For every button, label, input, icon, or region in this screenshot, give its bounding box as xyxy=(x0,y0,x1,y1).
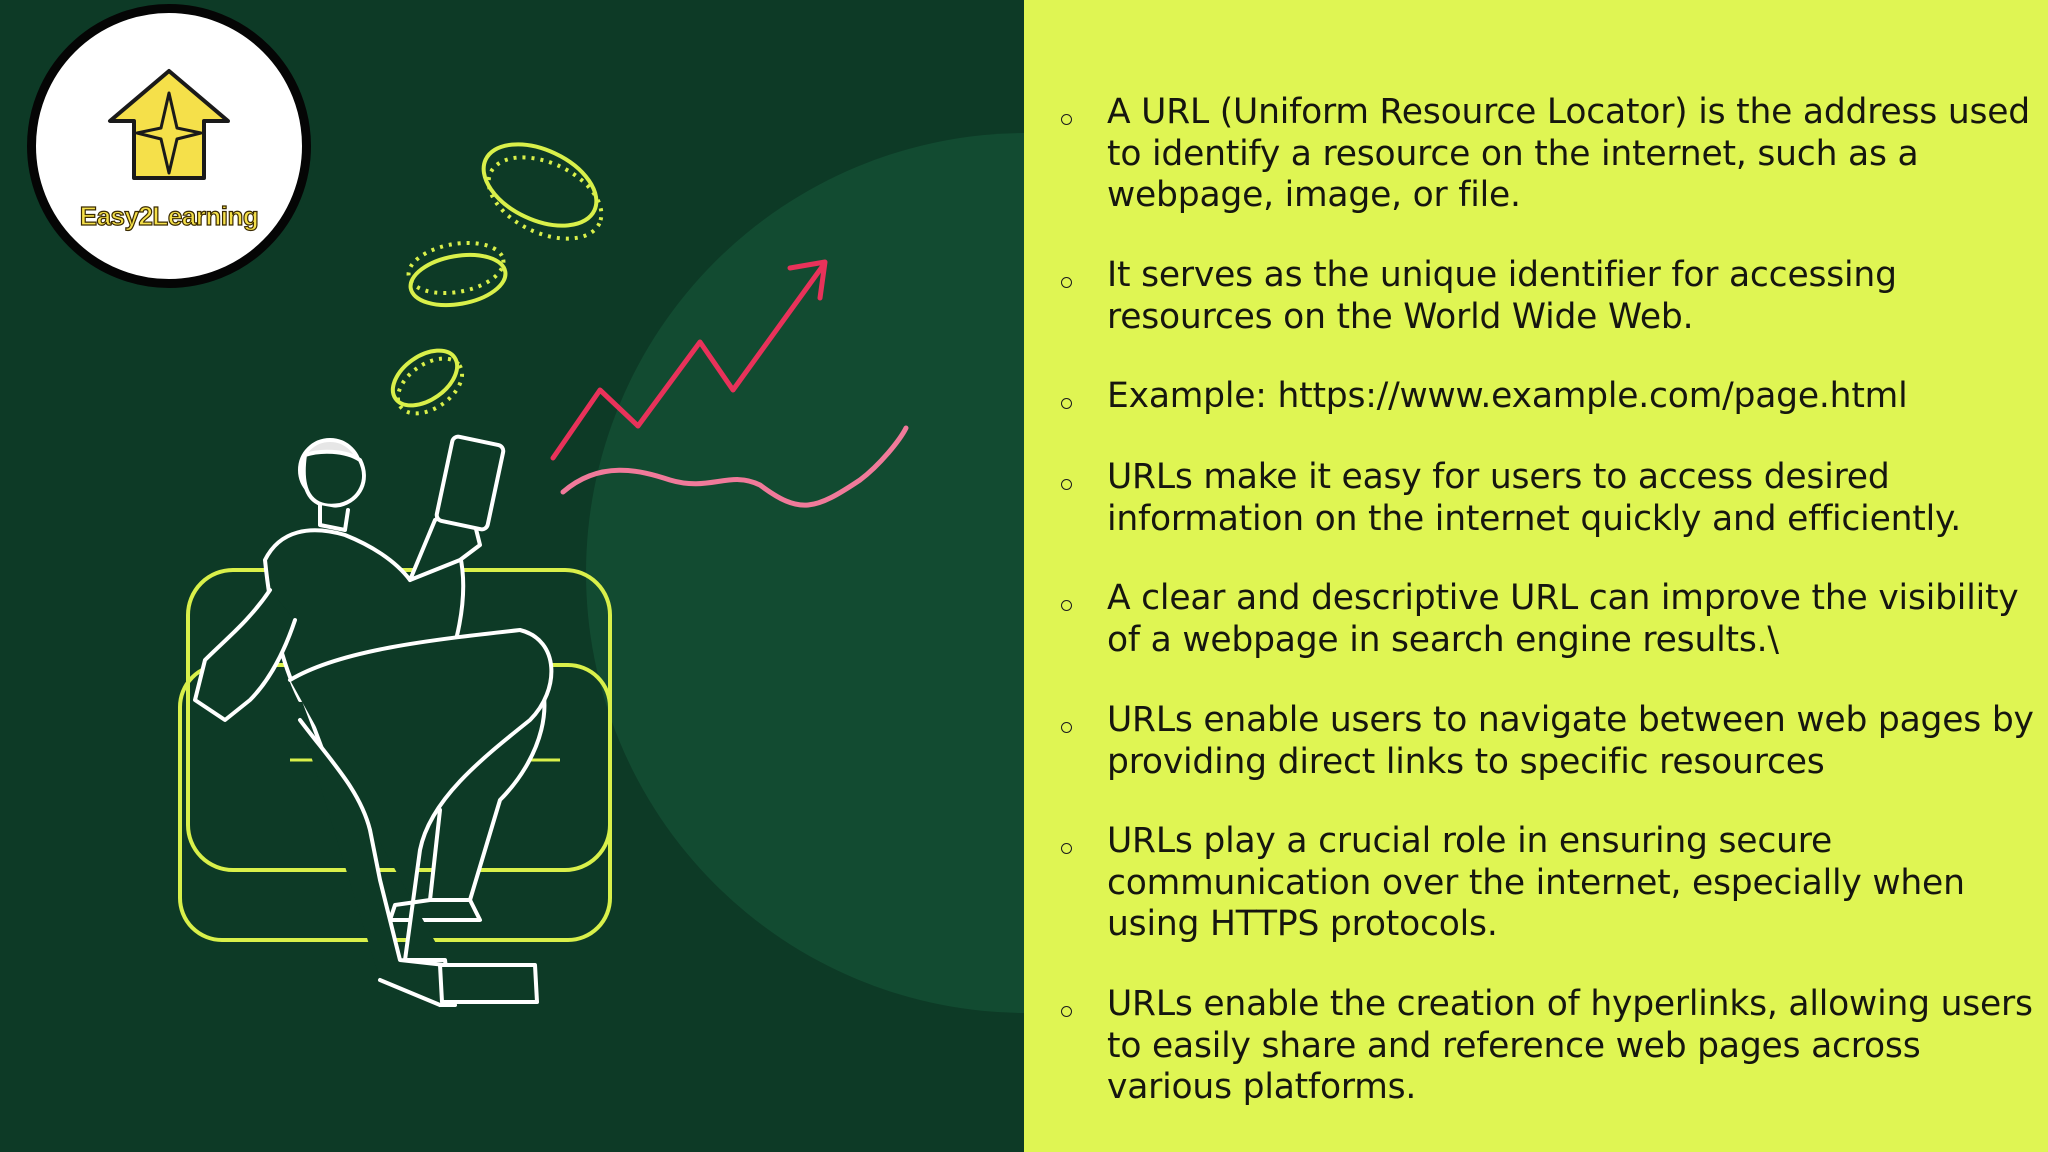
illustration-panel: Easy2Learning xyxy=(27,4,1024,1013)
bullet-text: It serves as the unique identifier for a… xyxy=(1107,255,1897,337)
bullet-circle-icon xyxy=(1061,722,1072,733)
bullet-text: A URL (Uniform Resource Locator) is the … xyxy=(1107,92,2030,215)
bullet-text: A clear and descriptive URL can improve … xyxy=(1107,578,2019,660)
bullet-circle-icon xyxy=(1061,600,1072,611)
content-panel: A URL (Uniform Resource Locator) is the … xyxy=(1024,0,2048,1152)
trend-arrow-icon xyxy=(550,259,828,461)
person-on-sofa-with-phone-illustration xyxy=(178,142,909,1007)
bullet-text: URLs play a crucial role in ensuring sec… xyxy=(1107,821,1965,944)
logo: Easy2Learning xyxy=(27,4,311,288)
logo-text: Easy2Learning xyxy=(79,200,259,231)
bullet-circle-icon xyxy=(1061,843,1072,854)
bullet-circle-icon xyxy=(1061,398,1072,409)
bullet-circle-icon xyxy=(1061,277,1072,288)
wave-line-icon xyxy=(560,425,909,508)
person-icon xyxy=(193,434,554,1007)
bullet-circle-icon xyxy=(1061,479,1072,490)
coin-icon xyxy=(390,142,604,416)
bullet-circle-icon xyxy=(1061,114,1072,125)
star-house-icon xyxy=(108,69,230,180)
bullet-text: URLs make it easy for users to access de… xyxy=(1107,457,1962,539)
bullet-text: URLs enable users to navigate between we… xyxy=(1107,700,2034,782)
bullet-circle-icon xyxy=(1061,1006,1072,1017)
bullet-text: Example: https://www.example.com/page.ht… xyxy=(1107,376,1908,416)
bullet-text: URLs enable the creation of hyperlinks, … xyxy=(1107,984,2033,1107)
